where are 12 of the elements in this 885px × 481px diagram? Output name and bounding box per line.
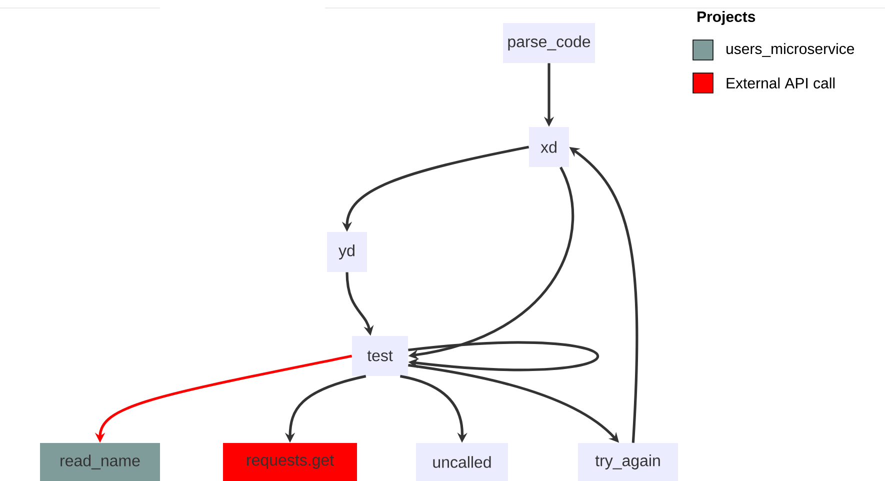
function-box: test — [352, 336, 408, 376]
function-box: requests.get — [223, 443, 357, 481]
function-box: parse_code — [503, 23, 595, 63]
function-box: uncalled — [416, 443, 508, 481]
legend-label: users_microservice — [726, 43, 854, 57]
function-box: xd — [529, 127, 569, 167]
function-box: yd — [327, 232, 367, 272]
legend-label: External API call — [726, 78, 835, 88]
legend-title: Projects — [698, 11, 756, 25]
arrow — [408, 341, 598, 372]
function-box: read_name — [40, 443, 160, 481]
function-box: try_again — [578, 443, 678, 481]
